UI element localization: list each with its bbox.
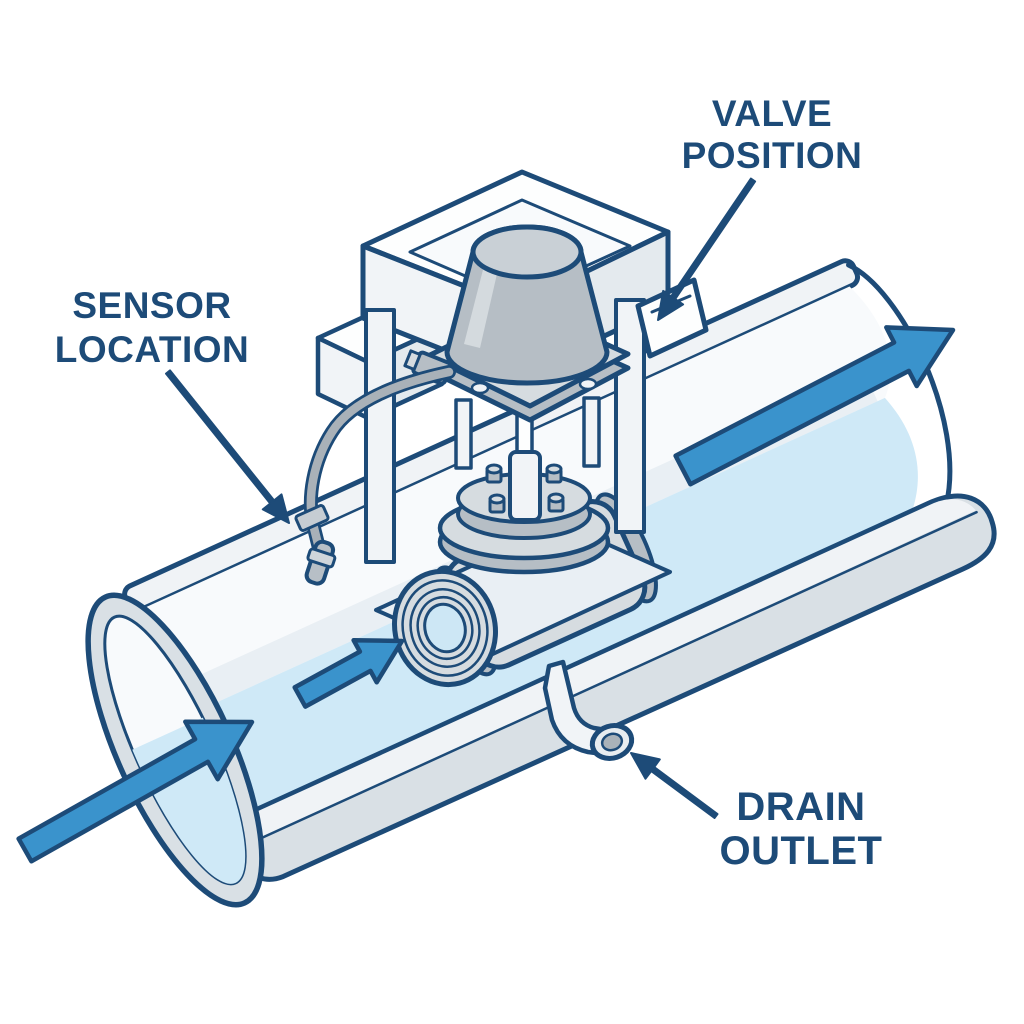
flange-bolt <box>547 492 565 513</box>
valve-position-line2: POSITION <box>682 135 863 176</box>
motor-top-cap <box>470 224 584 280</box>
actuator-motor <box>444 224 610 386</box>
mid-flow-arrow <box>292 637 405 709</box>
yoke-rod-right <box>582 396 601 468</box>
sensor-location-line1: SENSOR <box>72 285 231 326</box>
pipe-near-rim-face <box>239 499 976 839</box>
base-screw <box>470 381 490 395</box>
sensor-location-leader <box>165 369 290 524</box>
sensor-location-line2: LOCATION <box>55 329 249 370</box>
pipe-near-rim-line <box>256 510 978 842</box>
flange-bolt <box>485 463 503 484</box>
enclosure-right-post <box>614 298 646 534</box>
label-sensor-location: SENSOR LOCATION <box>55 285 249 370</box>
motor-highlight <box>464 252 502 348</box>
drain-outlet-line1: DRAIN <box>736 785 865 829</box>
threaded-port-bore <box>423 602 467 654</box>
drain-outlet-line2: OUTLET <box>720 829 883 873</box>
enclosure-left-post <box>364 308 396 564</box>
flange-bolt <box>545 463 563 484</box>
drain-outlet-pipe <box>542 659 635 761</box>
inlet-flow-arrow <box>16 719 255 864</box>
label-drain-outlet: DRAIN OUTLET <box>720 785 883 873</box>
threaded-port <box>392 568 498 688</box>
threaded-port-thread-3 <box>416 596 474 660</box>
drain-opening <box>589 723 635 761</box>
sensor-cable <box>294 365 456 586</box>
label-valve-position: VALVE POSITION <box>682 93 863 176</box>
threaded-port-thread-1 <box>401 579 489 677</box>
flange-bolts <box>485 463 565 514</box>
drain-outlet-leader <box>630 752 719 819</box>
stem-guide <box>508 450 542 522</box>
sensor-rim-clamp <box>294 504 330 532</box>
valve-position-leader <box>657 177 757 321</box>
sensor-probe <box>304 539 337 586</box>
sensor-cable-core <box>306 367 454 553</box>
base-screw <box>578 377 598 391</box>
yoke-rod-left <box>454 398 473 470</box>
threaded-port-thread-2 <box>409 588 481 668</box>
outlet-flow-arrow <box>673 325 956 487</box>
valve-position-line1: VALVE <box>712 93 832 134</box>
flange-bolt <box>488 493 506 514</box>
